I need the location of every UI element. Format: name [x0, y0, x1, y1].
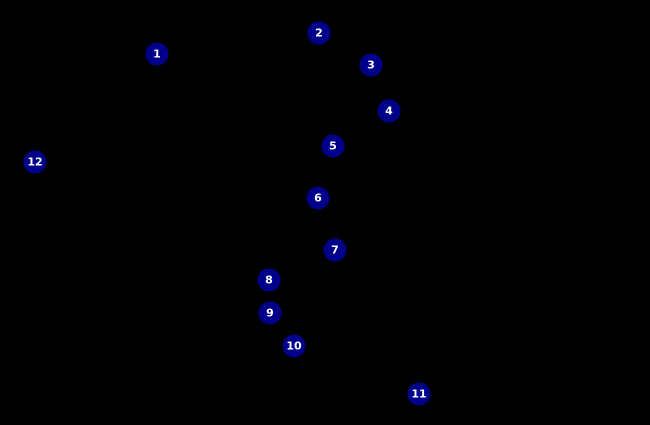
marker-6[interactable]: 6	[306, 186, 330, 210]
marker-8[interactable]: 8	[257, 268, 281, 292]
marker-1[interactable]: 1	[145, 42, 169, 66]
marker-9[interactable]: 9	[258, 301, 282, 325]
marker-2[interactable]: 2	[307, 21, 331, 45]
marker-label: 7	[331, 243, 339, 257]
marker-label: 12	[27, 155, 43, 169]
marker-12[interactable]: 12	[23, 150, 47, 174]
marker-label: 3	[367, 58, 375, 72]
marker-label: 10	[286, 339, 302, 353]
marker-label: 11	[411, 387, 427, 401]
marker-label: 6	[314, 191, 322, 205]
marker-7[interactable]: 7	[323, 238, 347, 262]
marker-label: 8	[265, 273, 273, 287]
marker-label: 4	[385, 104, 393, 118]
marker-label: 9	[266, 306, 274, 320]
marker-label: 2	[315, 26, 323, 40]
marker-11[interactable]: 11	[407, 382, 431, 406]
marker-4[interactable]: 4	[377, 99, 401, 123]
marker-3[interactable]: 3	[359, 53, 383, 77]
marker-10[interactable]: 10	[282, 334, 306, 358]
marker-label: 1	[153, 47, 161, 61]
marker-5[interactable]: 5	[321, 134, 345, 158]
marker-label: 5	[329, 139, 337, 153]
